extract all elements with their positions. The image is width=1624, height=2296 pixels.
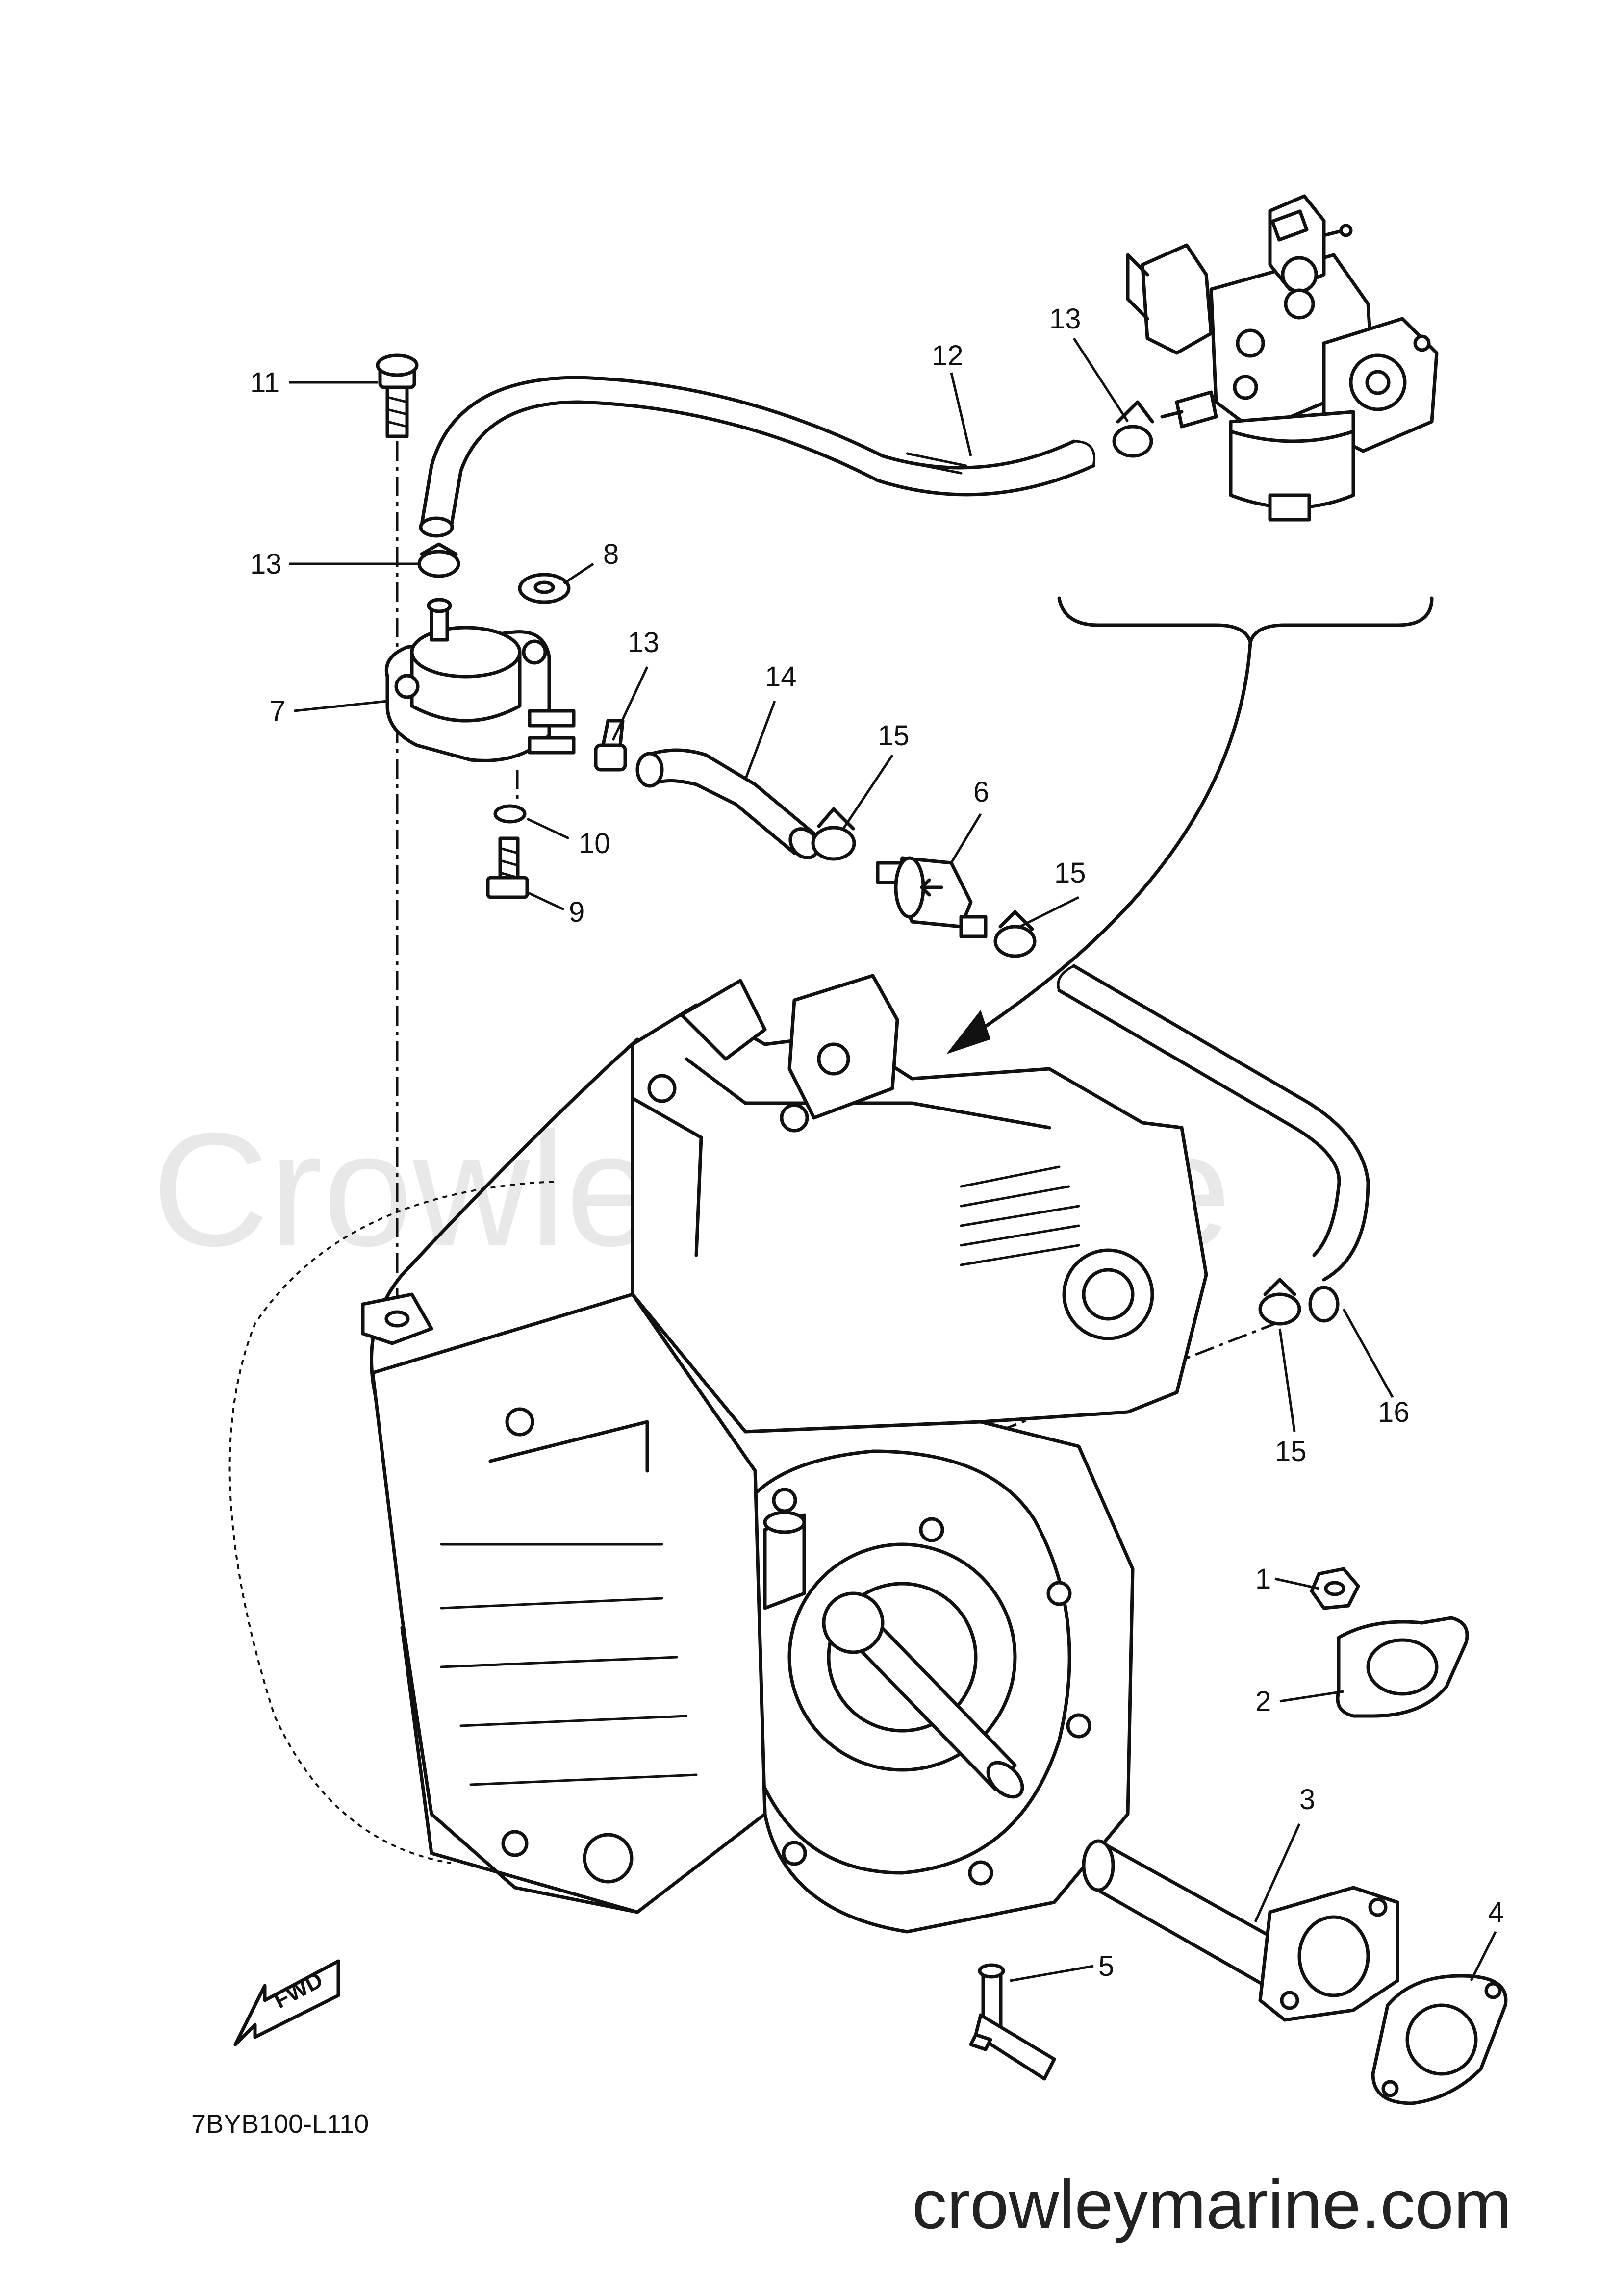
fuel-filter-6: [876, 856, 988, 938]
callout-15: 15: [1054, 857, 1086, 889]
callout-14: 14: [765, 661, 797, 693]
fuel-hose-16: [1057, 964, 1370, 1323]
fuel-hose-12: [419, 376, 1096, 538]
callout-labels: 11 12 13 13 8 13 14 7 15 6 15 10 9 16 15…: [250, 303, 1504, 1982]
washer-10: [493, 804, 527, 824]
hose-clip-13-carb: [1112, 400, 1154, 458]
callout-12: 12: [932, 340, 964, 372]
fwd-arrow-icon: FWD: [233, 1959, 340, 2046]
callout-10: 10: [579, 828, 610, 859]
callout-9: 9: [569, 896, 584, 928]
callout-5: 5: [1098, 1950, 1114, 1982]
callout-15: 15: [878, 720, 910, 752]
callout-8: 8: [603, 538, 619, 570]
detail-bracket: [946, 596, 1434, 1054]
gasket-2: [1336, 1616, 1469, 1718]
callout-2: 2: [1255, 1686, 1271, 1717]
nut-1: [1310, 1567, 1360, 1610]
arrow-head: [946, 1010, 990, 1054]
callout-11: 11: [250, 367, 279, 399]
callout-7: 7: [270, 695, 285, 727]
hose-clip-13-pump: [417, 542, 460, 578]
callout-13: 13: [628, 627, 660, 658]
fitting-5: [969, 1963, 1056, 2081]
carburetor-illustration: [1126, 194, 1439, 522]
callout-1: 1: [1255, 1563, 1271, 1595]
hose-clip-15-upper: [811, 807, 856, 861]
website-text: crowleymarine.com: [912, 2166, 1512, 2244]
callout-leaders: [289, 337, 1497, 1982]
bolt-9: [486, 836, 529, 899]
callout-6: 6: [973, 776, 989, 808]
callout-13: 13: [1049, 303, 1081, 335]
callout-16: 16: [1378, 1396, 1410, 1428]
hose-clip-13-outlet: [594, 719, 627, 772]
fuel-pump-7: [384, 598, 576, 762]
callout-4: 4: [1488, 1896, 1504, 1928]
gasket-4: [1371, 1974, 1508, 2105]
bolt-11: [376, 353, 419, 438]
callout-3: 3: [1299, 1784, 1315, 1816]
callout-15: 15: [1275, 1436, 1307, 1467]
engine-block: [228, 974, 1208, 1934]
callout-13: 13: [250, 548, 282, 580]
washer-8: [518, 573, 571, 604]
hose-clip-15-right: [993, 910, 1037, 958]
hose-clip-15-lower: [1258, 1278, 1301, 1326]
intake-pipe-3: [1082, 1839, 1399, 2022]
diagram-code: 7BYB100-L110: [191, 2109, 369, 2139]
fuel-hose-14: [635, 748, 820, 859]
